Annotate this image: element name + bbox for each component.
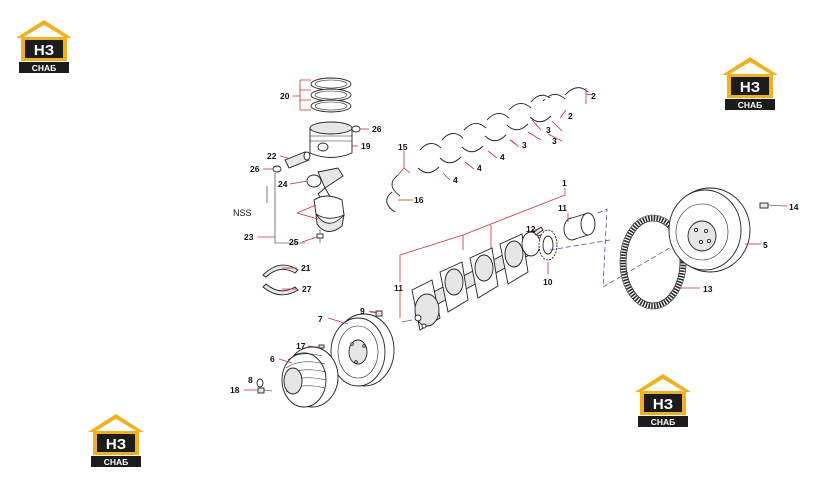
callout-11b: 11 bbox=[394, 283, 403, 293]
callout-23: 23 bbox=[244, 232, 254, 242]
leader-lines bbox=[244, 79, 787, 391]
callout-20: 20 bbox=[280, 91, 290, 101]
logo-bottom-left: НЗ СНАБ bbox=[88, 414, 144, 468]
bushing bbox=[563, 212, 596, 241]
callout-2a: 2 bbox=[591, 91, 596, 101]
callout-26a: 26 bbox=[372, 124, 382, 134]
pulley-bolt bbox=[369, 310, 383, 317]
pulley-retaining-bolt bbox=[257, 387, 273, 394]
logo-bottom-right: НЗ СНАБ bbox=[635, 374, 691, 428]
callout-19: 19 bbox=[361, 141, 371, 151]
svg-text:НЗ: НЗ bbox=[34, 42, 54, 59]
svg-text:НЗ: НЗ bbox=[106, 436, 126, 453]
callout-25: 25 bbox=[289, 237, 299, 247]
svg-text:СНАБ: СНАБ bbox=[32, 63, 57, 73]
svg-text:НЗ: НЗ bbox=[740, 79, 760, 96]
connecting-rod bbox=[306, 167, 345, 243]
piston-rings bbox=[310, 77, 352, 113]
callout-13: 13 bbox=[703, 284, 713, 294]
roof-icon bbox=[16, 20, 72, 38]
callout-17: 17 bbox=[296, 341, 306, 351]
callout-3b: 3 bbox=[552, 136, 557, 146]
piston bbox=[309, 121, 353, 158]
callout-3c: 3 bbox=[522, 140, 527, 150]
svg-text:НЗ: НЗ bbox=[653, 396, 673, 413]
logo-top-left: НЗ СНАБ bbox=[16, 20, 72, 74]
callout-4c: 4 bbox=[453, 175, 458, 185]
callout-24: 24 bbox=[278, 179, 288, 189]
svg-text:СНАБ: СНАБ bbox=[104, 457, 129, 467]
callout-9: 9 bbox=[360, 306, 365, 316]
callout-10: 10 bbox=[543, 277, 553, 287]
callout-7: 7 bbox=[318, 314, 323, 324]
flywheel-bolt bbox=[759, 202, 785, 209]
callout-8: 8 bbox=[248, 375, 253, 385]
callout-27: 27 bbox=[302, 284, 312, 294]
callout-12: 12 bbox=[526, 224, 536, 234]
callout-5: 5 bbox=[763, 240, 768, 250]
crank-gear bbox=[538, 229, 558, 261]
callout-16: 16 bbox=[414, 195, 424, 205]
callout-labels: 1 2 2 3 3 3 4 4 4 4 5 6 7 8 9 10 11 11 1… bbox=[230, 91, 799, 395]
callout-21: 21 bbox=[301, 263, 311, 273]
callout-2b: 2 bbox=[568, 111, 573, 121]
svg-text:СНАБ: СНАБ bbox=[738, 100, 763, 110]
dowel-pin bbox=[318, 344, 325, 349]
svg-text:СНАБ: СНАБ bbox=[651, 417, 676, 427]
callout-26b: 26 bbox=[250, 164, 260, 174]
damper-pulley bbox=[330, 313, 395, 387]
logo-top-right: НЗ СНАБ bbox=[722, 57, 778, 111]
circlip-upper bbox=[351, 125, 361, 133]
callout-3a: 3 bbox=[546, 125, 551, 135]
belt-pulley bbox=[281, 346, 339, 408]
callout-4b: 4 bbox=[477, 163, 482, 173]
callout-11a: 11 bbox=[558, 203, 567, 213]
crankshaft bbox=[401, 231, 549, 331]
nss-label: NSS bbox=[233, 208, 252, 218]
callout-18: 18 bbox=[230, 385, 240, 395]
main-bearings bbox=[386, 87, 589, 213]
rod-bearings bbox=[262, 264, 299, 296]
callout-22: 22 bbox=[267, 151, 277, 161]
callout-1: 1 bbox=[562, 178, 567, 188]
piston-pin bbox=[284, 151, 311, 169]
key bbox=[533, 226, 544, 236]
callout-14: 14 bbox=[789, 202, 799, 212]
flywheel bbox=[668, 187, 751, 273]
callout-4a: 4 bbox=[500, 152, 505, 162]
callout-6: 6 bbox=[270, 354, 275, 364]
circlip-lower bbox=[272, 165, 282, 173]
callout-15: 15 bbox=[398, 142, 408, 152]
washer bbox=[256, 378, 264, 388]
